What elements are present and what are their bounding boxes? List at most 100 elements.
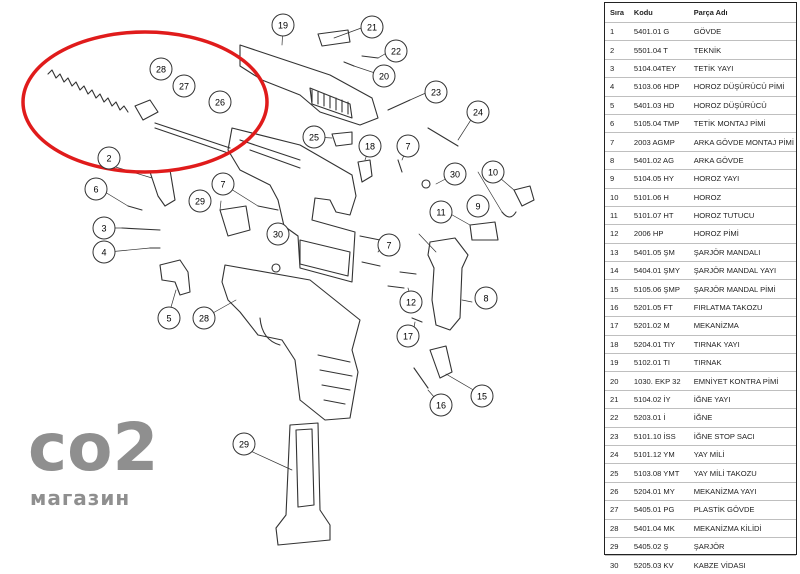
pin-6: [127, 205, 143, 211]
firing-pin-22: [427, 127, 459, 147]
callout-16: 18: [358, 134, 382, 158]
cell-code: 5101.07 HT: [631, 205, 692, 225]
ejector-16: [357, 159, 373, 183]
svg-text:22: 22: [391, 47, 401, 57]
cell-code: 5101.10 İSS: [631, 426, 692, 446]
rear-frame-part: [427, 237, 469, 331]
cell-name: KABZE VİDASI: [691, 555, 796, 574]
cell-name: TIRNAK YAYI: [691, 334, 796, 354]
callout-30a: 30: [266, 222, 290, 246]
hammer-holder-11: [469, 221, 499, 241]
svg-text:3: 3: [101, 224, 106, 234]
svg-text:20: 20: [379, 72, 389, 82]
cell-no: 11: [605, 205, 632, 225]
cell-no: 28: [605, 518, 632, 538]
svg-text:25: 25: [309, 133, 319, 143]
cell-name: ŞARJÖR MANDALI: [691, 242, 796, 262]
cell-no: 17: [605, 316, 632, 336]
cell-no: 13: [605, 242, 632, 262]
cell-name: HOROZ DÜŞÜRÜCÜ PİMİ: [691, 77, 796, 97]
callout-17: 19: [271, 13, 295, 37]
svg-text:10: 10: [488, 168, 498, 178]
cell-no: 3: [605, 58, 632, 78]
svg-text:16: 16: [436, 401, 446, 411]
cell-code: 5401.02 AG: [631, 150, 692, 170]
callout-5: 5: [157, 306, 181, 330]
cell-name: ŞARJÖR MANDAL PİMİ: [691, 279, 796, 299]
callout-15: 17: [396, 324, 420, 348]
screw-30-a: [271, 263, 281, 273]
hammer-spring-9: [501, 211, 517, 218]
co2-magazin-logo: co2 магазин: [28, 409, 158, 510]
stop-plate-23: [331, 131, 353, 147]
cell-code: 5101.06 H: [631, 187, 692, 207]
lock-28: [219, 205, 251, 237]
pin-15: [411, 317, 423, 323]
column-header-name: Parça Adı: [693, 8, 728, 17]
cell-code: 2006 HP: [631, 224, 692, 244]
highlight-ellipse: [21, 30, 269, 174]
cell-no: 25: [605, 463, 632, 483]
svg-text:26: 26: [215, 98, 225, 108]
cell-no: 4: [605, 77, 632, 97]
spring-3: [121, 227, 161, 231]
cell-code: 5104.05 HY: [631, 169, 692, 189]
cell-no: 6: [605, 113, 632, 133]
cell-name: TEKNİK: [691, 40, 796, 60]
callout-4: 4: [92, 240, 116, 264]
cell-no: 23: [605, 426, 632, 446]
svg-text:2: 2: [106, 154, 111, 164]
svg-text:28: 28: [156, 65, 166, 75]
cell-code: 5102.01 TI: [631, 353, 692, 372]
cell-no: 29: [605, 536, 632, 556]
svg-text:12: 12: [406, 298, 416, 308]
callout-22: 24: [466, 100, 490, 124]
cell-name: ARKA GÖVDE MONTAJ PİMİ: [691, 132, 796, 152]
callout-28: 29: [188, 189, 212, 213]
cell-name: ŞARJÖR: [691, 536, 796, 556]
callout-9: 9: [466, 194, 490, 218]
callout-24: 26: [208, 90, 232, 114]
svg-text:7: 7: [386, 241, 391, 251]
cell-code: 1030. EKP 32: [631, 371, 692, 391]
recoil-spring-part: [47, 69, 129, 113]
callout-30b: 30: [443, 162, 467, 186]
cell-no: 8: [605, 150, 632, 170]
cell-name: PLASTİK GÖVDE: [691, 500, 796, 520]
callout-26: 28: [149, 57, 173, 81]
cell-code: 5404.01 ŞMY: [631, 261, 692, 280]
callout-21: 23: [424, 80, 448, 104]
svg-text:24: 24: [473, 108, 483, 118]
cell-code: 5401.05 ŞM: [631, 242, 692, 262]
cell-code: 5401.01 G: [631, 21, 692, 41]
svg-text:29: 29: [239, 440, 249, 450]
callout-6: 6: [84, 177, 108, 201]
cell-name: YAY MİLİ TAKOZU: [691, 463, 796, 483]
svg-text:7: 7: [405, 142, 410, 152]
plastic-body-part: [221, 264, 361, 421]
callout-3: 3: [92, 216, 116, 240]
cell-no: 14: [605, 261, 632, 280]
claw-19: [317, 29, 351, 47]
cell-code: 5104.02 İY: [631, 389, 692, 409]
exploded-parts-diagram: 28 27 26 2 6 3 4 5 7 29 30 28 29 19 21 2…: [21, 13, 535, 546]
callout-13: 15: [470, 384, 494, 408]
cell-name: YAY MİLİ: [691, 444, 796, 464]
cell-no: 1: [605, 21, 632, 41]
cell-name: GÖVDE: [691, 21, 796, 41]
